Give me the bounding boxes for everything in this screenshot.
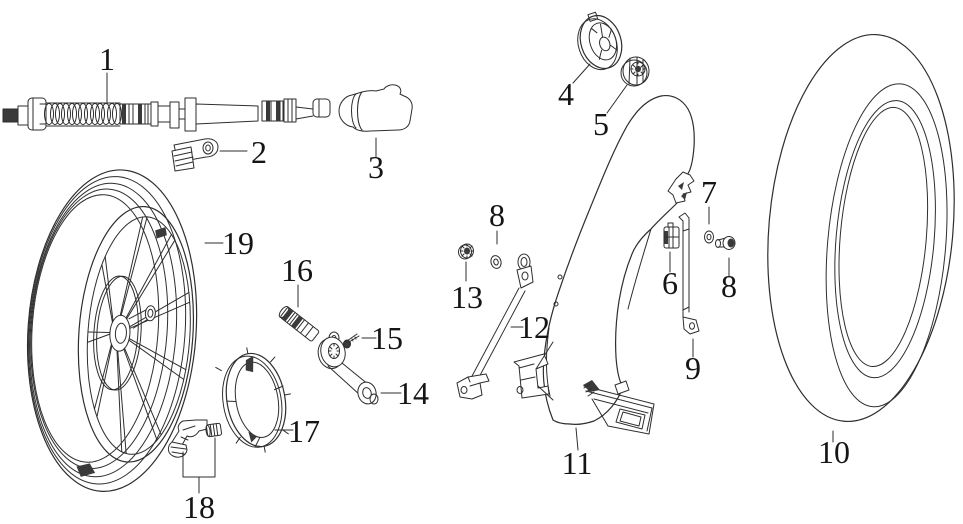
part-8-right-bolt-drawing <box>715 236 736 250</box>
leader-4 <box>572 63 591 84</box>
fender-bottom-plate <box>583 380 655 435</box>
part-7-washer-drawing <box>704 230 714 244</box>
fender-clip <box>667 171 695 204</box>
callout-2: 2 <box>251 134 267 170</box>
part-9-stay-drawing <box>678 212 700 335</box>
part-11-fender-drawing <box>513 94 695 435</box>
callout-13: 13 <box>451 279 483 315</box>
leader-11 <box>575 427 579 451</box>
callout-12: 12 <box>518 309 550 345</box>
callout-10: 10 <box>818 434 850 470</box>
callout-11: 11 <box>562 445 593 481</box>
callout-1: 1 <box>99 41 115 77</box>
fender-left-bracket <box>513 341 554 401</box>
callout-19: 19 <box>222 225 254 261</box>
part-14-brake-arm-drawing <box>317 331 379 405</box>
callout-5: 5 <box>593 106 609 142</box>
callout-16: 16 <box>281 252 313 288</box>
part-10-tire-drawing <box>767 33 955 423</box>
callout-8-right: 8 <box>721 268 737 304</box>
part-18-valve-drawing <box>167 419 223 458</box>
part-3-housing-drawing <box>338 84 413 132</box>
part-17-brake-shoes-drawing <box>215 347 291 453</box>
callout-3: 3 <box>368 149 384 185</box>
callout-leader-lines <box>106 63 834 494</box>
part-16-bolt-drawing <box>278 306 320 342</box>
callout-15: 15 <box>371 320 403 356</box>
part-12-brake-rod-drawing <box>456 253 534 400</box>
callout-6: 6 <box>662 265 678 301</box>
callout-9: 9 <box>685 350 701 386</box>
callout-8-left: 8 <box>489 197 505 233</box>
callout-14: 14 <box>397 375 429 411</box>
part-5-nut-drawing <box>620 56 650 87</box>
part-6-pad-drawing <box>663 222 680 249</box>
part-8-left-washer-drawing <box>490 255 502 269</box>
leader-5 <box>606 84 628 114</box>
part-13-nut-drawing <box>458 243 474 260</box>
callout-4: 4 <box>558 76 574 112</box>
part-15-screw-drawing <box>343 333 360 349</box>
callout-18: 18 <box>183 489 215 524</box>
callout-17: 17 <box>288 413 320 449</box>
callout-numbers: 1 2 3 4 5 6 7 8 8 9 10 11 12 13 14 15 16… <box>99 41 850 524</box>
leader-18-bracket <box>182 437 216 494</box>
part-2-clamp-drawing <box>171 138 219 172</box>
part-1-cable-drawing <box>2 97 331 132</box>
callout-7: 7 <box>701 174 717 210</box>
part-4-speedo-drive-drawing <box>577 11 623 71</box>
part-19-wheel-drawing <box>26 169 198 492</box>
